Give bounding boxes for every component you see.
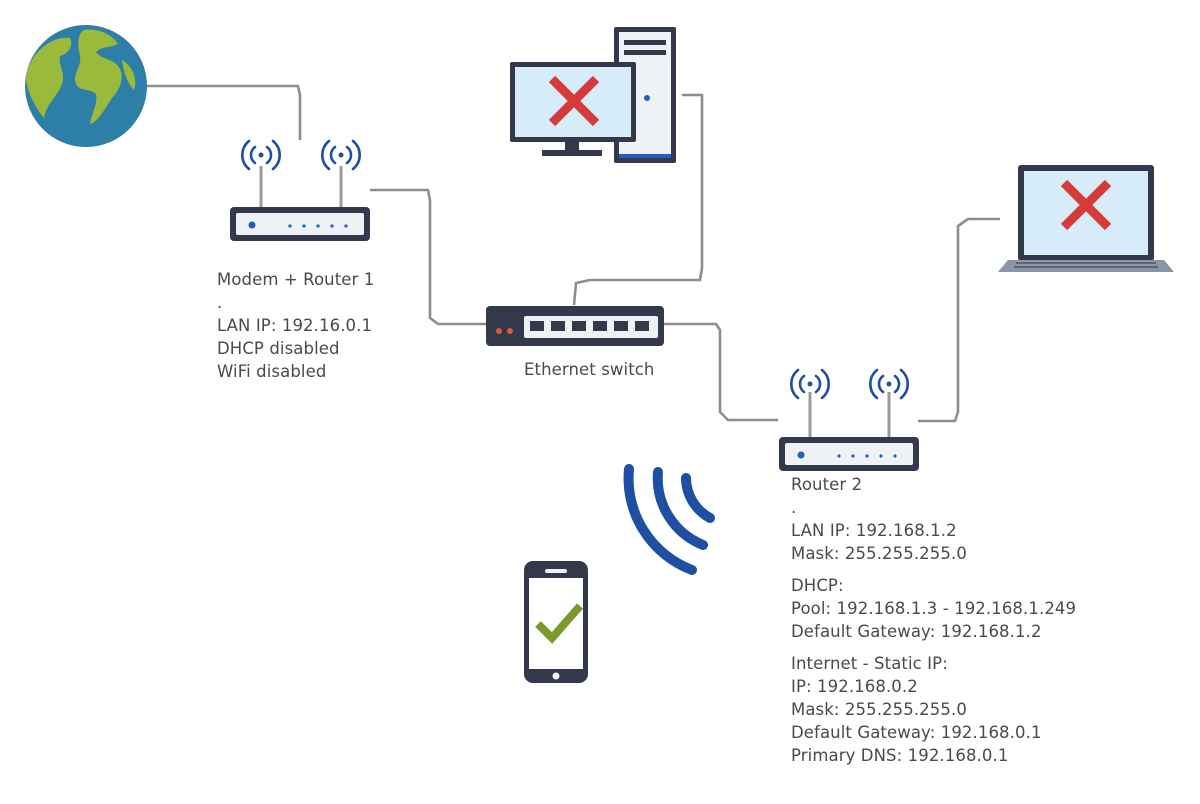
router2-device (779, 368, 919, 471)
phone-green-check-icon (535, 603, 584, 644)
cable-switch-to-desktop (572, 93, 704, 306)
router2-title: Router 2 (791, 475, 863, 494)
laptop-icon (998, 165, 1174, 272)
router2-antenna-signal-right (869, 368, 909, 400)
router2-internet-gateway: Default Gateway: 192.168.0.1 (791, 723, 1042, 742)
router1-title: Modem + Router 1 (217, 270, 375, 289)
router2-separator: . (791, 498, 797, 517)
router1-separator: . (217, 293, 223, 312)
switch-label: Ethernet switch (524, 358, 655, 381)
cable-router2-to-laptop (918, 217, 1000, 423)
router2-dhcp-pool: Pool: 192.168.1.3 - 192.168.1.249 (791, 599, 1077, 618)
router1-label: Modem + Router 1 . LAN IP: 192.16.0.1 DH… (217, 268, 374, 383)
cable-switch-to-router2 (662, 322, 778, 422)
cable-router1-to-switch (370, 188, 488, 326)
router1-lan-ip: LAN IP: 192.16.0.1 (217, 316, 373, 335)
router1-device (230, 139, 370, 241)
globe-icon (25, 25, 147, 147)
router2-internet-ip: IP: 192.168.0.2 (791, 677, 918, 696)
cables (146, 84, 1000, 423)
spacer (791, 565, 1076, 574)
spacer (791, 643, 1076, 652)
router1-dhcp: DHCP disabled (217, 339, 340, 358)
laptop-red-x-icon (1060, 179, 1112, 231)
router2-dhcp-gateway: Default Gateway: 192.168.1.2 (791, 622, 1042, 641)
wifi-signal-icon (623, 464, 715, 575)
router2-internet-header: Internet - Static IP: (791, 654, 948, 673)
router2-label: Router 2 . LAN IP: 192.168.1.2 Mask: 255… (791, 473, 1076, 767)
desktop-red-x-icon (548, 75, 600, 127)
router2-dhcp-header: DHCP: (791, 576, 844, 595)
cable-globe-to-router1 (146, 84, 302, 140)
switch-title: Ethernet switch (524, 360, 655, 379)
router2-primary-dns: Primary DNS: 192.168.0.1 (791, 746, 1009, 765)
router2-mask: Mask: 255.255.255.0 (791, 544, 967, 563)
desktop-computer-icon (510, 27, 676, 163)
router1-antenna-signal-left (241, 139, 281, 171)
router1-wifi: WiFi disabled (217, 362, 327, 381)
router2-lan-ip: LAN IP: 192.168.1.2 (791, 521, 957, 540)
ethernet-switch-device (486, 306, 664, 346)
router2-antenna-signal-left (790, 368, 830, 400)
router2-internet-mask: Mask: 255.255.255.0 (791, 700, 967, 719)
smartphone-icon (524, 561, 588, 683)
router1-antenna-signal-right (321, 139, 361, 171)
